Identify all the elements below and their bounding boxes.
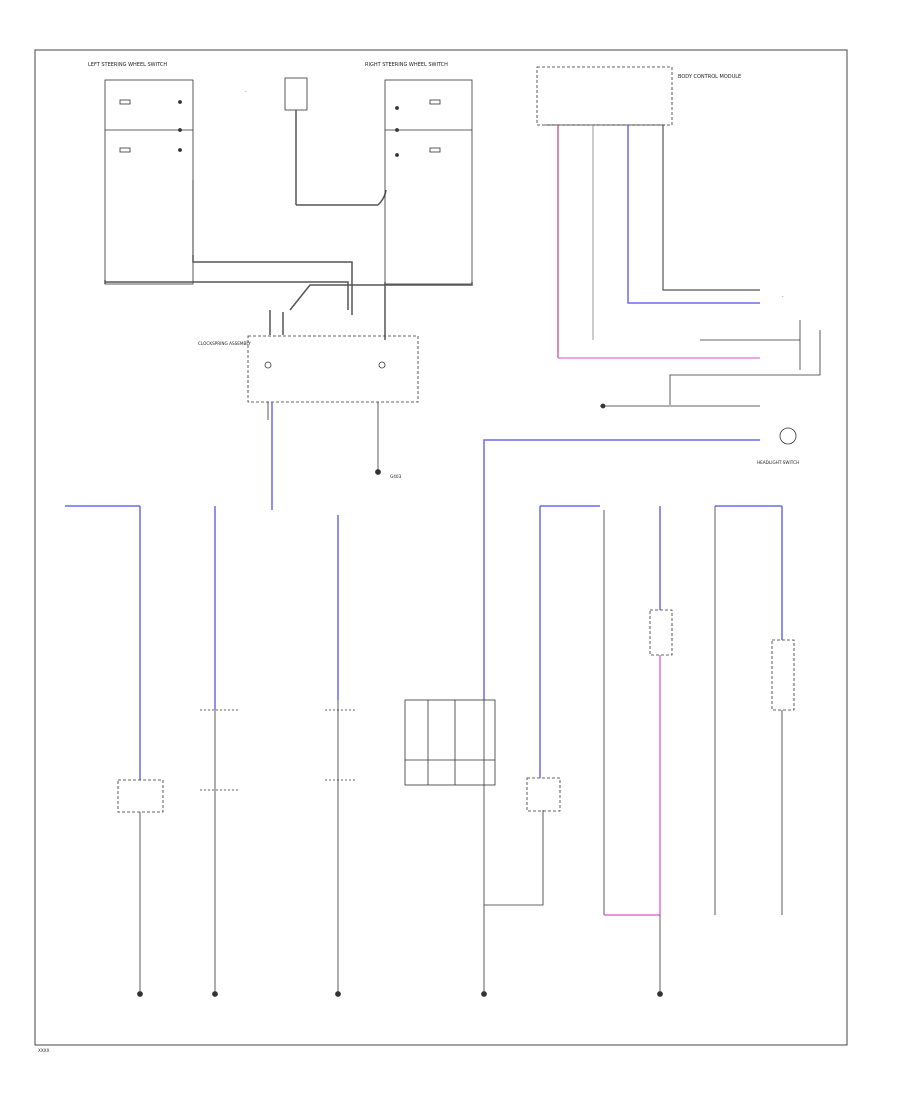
ground-label: G403 (390, 474, 402, 479)
top-harness (104, 255, 473, 340)
bcm-title: BODY CONTROL MODULE (678, 74, 741, 80)
gray-wire-bcm-2 (662, 125, 760, 291)
blue-wire-dimmer (483, 439, 760, 510)
circuit-7 (714, 505, 795, 915)
right-steering-switch: RIGHT STEERING WHEEL SWITCH (365, 62, 473, 285)
small-connector: - (245, 77, 387, 206)
blue-wire-bcm (627, 125, 760, 304)
left-steering-switch: LEFT STEERING WHEEL SWITCH (88, 62, 194, 285)
footer-code: XXXX (38, 1048, 50, 1053)
headlight-switch-wiring: - HEADLIGHT SWITCH (600, 294, 821, 465)
circuit-1 (65, 505, 164, 997)
circuit-4 (404, 510, 561, 997)
circuit-2 (200, 506, 240, 997)
clockspring-module: CLOCKSPRING ASSEMBLY G403 (198, 335, 419, 479)
right-switch-title: RIGHT STEERING WHEEL SWITCH (365, 62, 448, 68)
dimmer-switch-label: HEADLIGHT SWITCH (757, 460, 799, 465)
circuit-5 (539, 505, 660, 916)
svg-text:-: - (245, 89, 247, 94)
clockspring-title: CLOCKSPRING ASSEMBLY (198, 341, 251, 346)
circuit-3 (325, 515, 355, 997)
bcm-block: BODY CONTROL MODULE (536, 66, 741, 126)
svg-text:-: - (782, 294, 784, 299)
diagram-border (34, 49, 848, 1046)
left-switch-title: LEFT STEERING WHEEL SWITCH (88, 62, 167, 68)
circuit-6 (649, 506, 673, 997)
